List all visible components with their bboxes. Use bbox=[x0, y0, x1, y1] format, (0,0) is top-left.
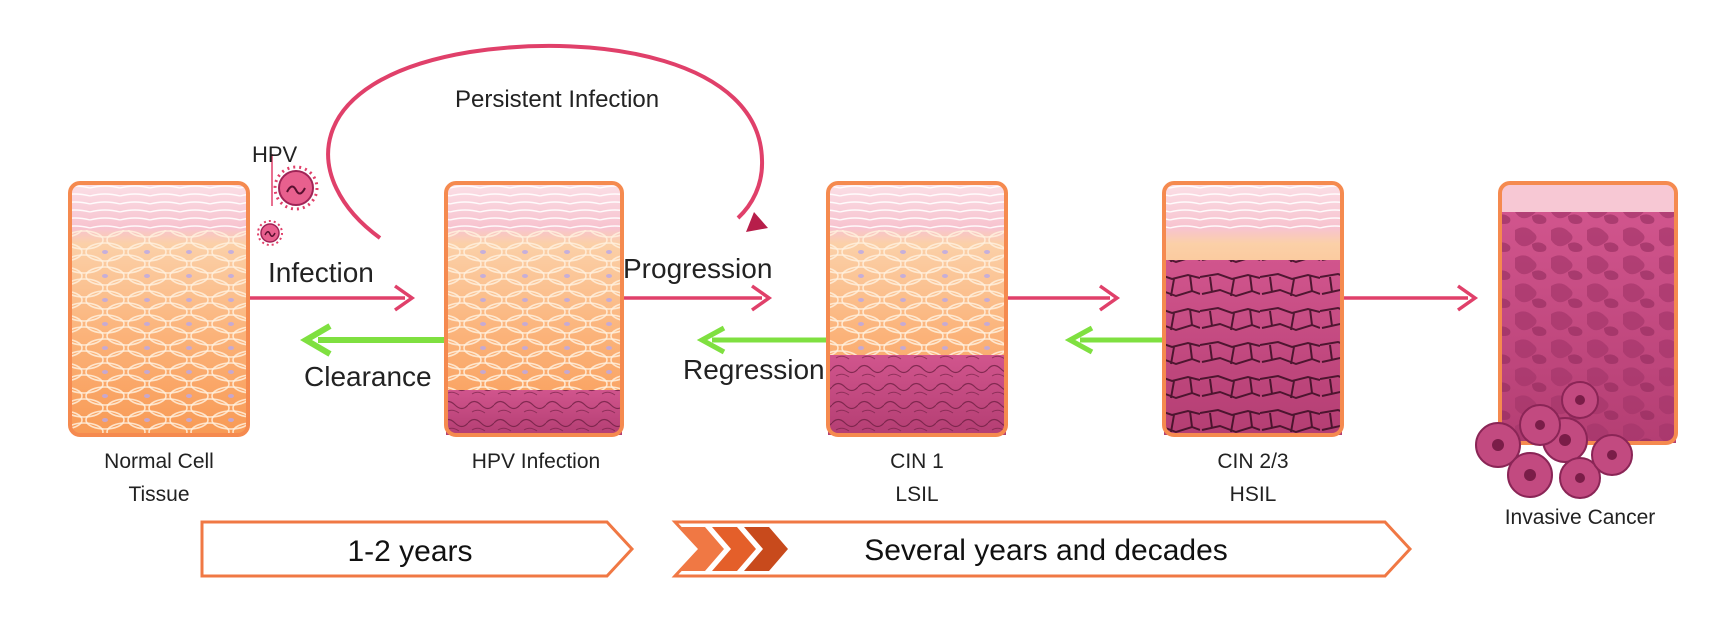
regression-arrows bbox=[300, 323, 1162, 357]
stage-cin1-line2: LSIL bbox=[895, 483, 938, 506]
stage-cin23-line2: HSIL bbox=[1230, 483, 1277, 506]
cancer-cells-cluster-icon bbox=[1475, 381, 1633, 499]
stage-normal-line2: Tissue bbox=[128, 483, 189, 506]
hpv-label: HPV bbox=[252, 142, 298, 167]
stage-normal-line1: Normal Cell bbox=[104, 450, 214, 473]
clearance-label: Clearance bbox=[304, 361, 432, 392]
persistent-infection-label: Persistent Infection bbox=[455, 86, 659, 113]
chevron-icon-1 bbox=[680, 527, 724, 571]
progression-arrows bbox=[250, 284, 1479, 312]
timeline-long-label: Several years and decades bbox=[864, 534, 1228, 567]
hpv-virus-icon bbox=[271, 154, 319, 211]
chevron-icon-2 bbox=[712, 527, 756, 571]
stage-cancer-line1: Invasive Cancer bbox=[1505, 506, 1656, 529]
stage-cin23-line1: CIN 2/3 bbox=[1217, 450, 1288, 473]
stage-cin1-line1: CIN 1 bbox=[890, 450, 944, 473]
persistent-infection-loop bbox=[326, 43, 765, 240]
regression-label: Regression bbox=[683, 354, 825, 385]
chevron-icon-3 bbox=[744, 527, 788, 571]
hpv-small-virus-icon bbox=[257, 220, 283, 246]
tissue-hpv-infection bbox=[444, 181, 624, 437]
timeline-long-banner bbox=[671, 520, 1413, 578]
infection-label: Infection bbox=[268, 257, 374, 288]
progression-label: Progression bbox=[623, 253, 772, 284]
tissue-cin23 bbox=[1162, 181, 1344, 437]
persistent-infection-arrowhead bbox=[746, 212, 768, 232]
tissue-invasive-cancer bbox=[1498, 181, 1678, 445]
stage-hpv-line1: HPV Infection bbox=[472, 450, 600, 473]
timeline-short-banner bbox=[200, 520, 635, 578]
tissue-cin1 bbox=[826, 181, 1008, 437]
tissue-normal bbox=[68, 181, 250, 437]
timeline-short-label: 1-2 years bbox=[347, 535, 472, 568]
